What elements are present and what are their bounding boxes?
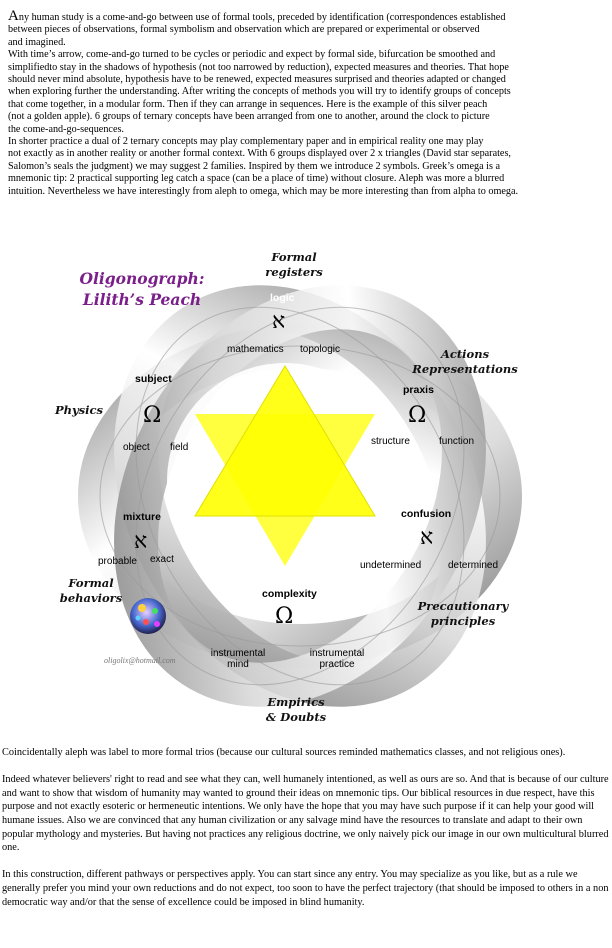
label-formal-behaviors: Formal behaviors xyxy=(59,576,123,605)
intro-line: between pieces of observations, formal s… xyxy=(8,24,480,36)
intro-line: the come-and-go-sequences. xyxy=(8,123,124,135)
label-formal-registers: Formal registers xyxy=(265,250,323,279)
intro-line: Any human study is a come-and-go between… xyxy=(8,8,506,24)
node-confusion-left: undetermined xyxy=(360,560,422,571)
label-physics: Physics xyxy=(54,403,103,417)
label-precautionary-principles: Precautionary principles xyxy=(417,599,509,628)
star-of-david xyxy=(194,365,376,566)
node-mixture-right: exact xyxy=(150,554,174,565)
node-subject-right: field xyxy=(170,442,189,453)
node-praxis-name: praxis xyxy=(403,384,434,396)
globe-logo xyxy=(130,598,166,634)
node-praxis-left: structure xyxy=(371,436,410,447)
node-complexity-name: complexity xyxy=(262,588,317,600)
intro-line: and imagined. xyxy=(8,36,66,48)
outro-paragraph: Coincidentally aleph was label to more f… xyxy=(2,747,566,758)
node-confusion-right: determined xyxy=(448,560,499,571)
diagram-title-line2: Lilith’s Peach xyxy=(82,290,202,309)
intro-line: In shorter practice a dual of 2 ternary … xyxy=(8,136,484,148)
node-mixture-left: probable xyxy=(98,556,137,567)
node-mixture-name: mixture xyxy=(123,511,161,523)
intro-line: mnemonic tip: 2 practical supporting leg… xyxy=(8,173,505,185)
email-credit: oligolix@hotmail.com xyxy=(104,656,176,665)
outro-text: Coincidentally aleph was label to more f… xyxy=(2,746,610,923)
node-subject-name: subject xyxy=(135,373,172,385)
omega-icon: Ω xyxy=(143,403,162,428)
omega-icon: Ω xyxy=(408,403,427,428)
intro-line: (not a golden apple). 6 groups of ternar… xyxy=(8,111,490,123)
node-complexity-left: instrumental mind xyxy=(210,648,266,670)
outro-paragraph: Indeed whatever believers' right to read… xyxy=(2,774,609,854)
interlaced-rings xyxy=(78,285,522,707)
label-empirics-doubts: Empirics & Doubts xyxy=(265,695,327,724)
node-complexity-right: instrumental practice xyxy=(309,648,365,670)
intro-line: should never mind absolute, hypothesis h… xyxy=(8,74,506,86)
aleph-icon: א xyxy=(134,529,148,554)
intro-line: not exactly as in another reality or ano… xyxy=(8,148,511,160)
intro-line: Salomon’s seals the judgment) we may sug… xyxy=(8,160,501,172)
node-praxis-right: function xyxy=(439,436,475,447)
node-logic-left: mathematics xyxy=(227,344,284,355)
intro-line: With time’s arrow, come-and-go turned to… xyxy=(8,49,496,61)
aleph-icon: א xyxy=(420,525,434,550)
oligonograph-diagram: Oligonograph: Lilith’s Peach Formal regi… xyxy=(0,236,612,736)
label-actions-representations: Actions Representations xyxy=(412,347,518,376)
intro-line: intuition. Nevertheless we have interest… xyxy=(8,185,519,197)
node-subject-left: object xyxy=(123,442,150,453)
aleph-icon: א xyxy=(272,309,286,334)
omega-icon: Ω xyxy=(275,604,294,629)
intro-text: Any human study is a come-and-go between… xyxy=(8,10,608,198)
intro-line: simplifiedto stay in the shadows of hypo… xyxy=(8,61,509,73)
intro-line: when exploring further the understanding… xyxy=(8,86,511,98)
node-confusion-name: confusion xyxy=(401,508,452,520)
intro-line: that come together, in a modular form. T… xyxy=(8,98,488,110)
node-logic-name: logic xyxy=(270,292,295,304)
outro-paragraph: In this construction, different pathways… xyxy=(2,869,609,908)
node-logic-right: topologic xyxy=(300,344,341,355)
diagram-title-line1: Oligonograph: xyxy=(79,269,205,288)
ring-graphic xyxy=(78,285,522,707)
